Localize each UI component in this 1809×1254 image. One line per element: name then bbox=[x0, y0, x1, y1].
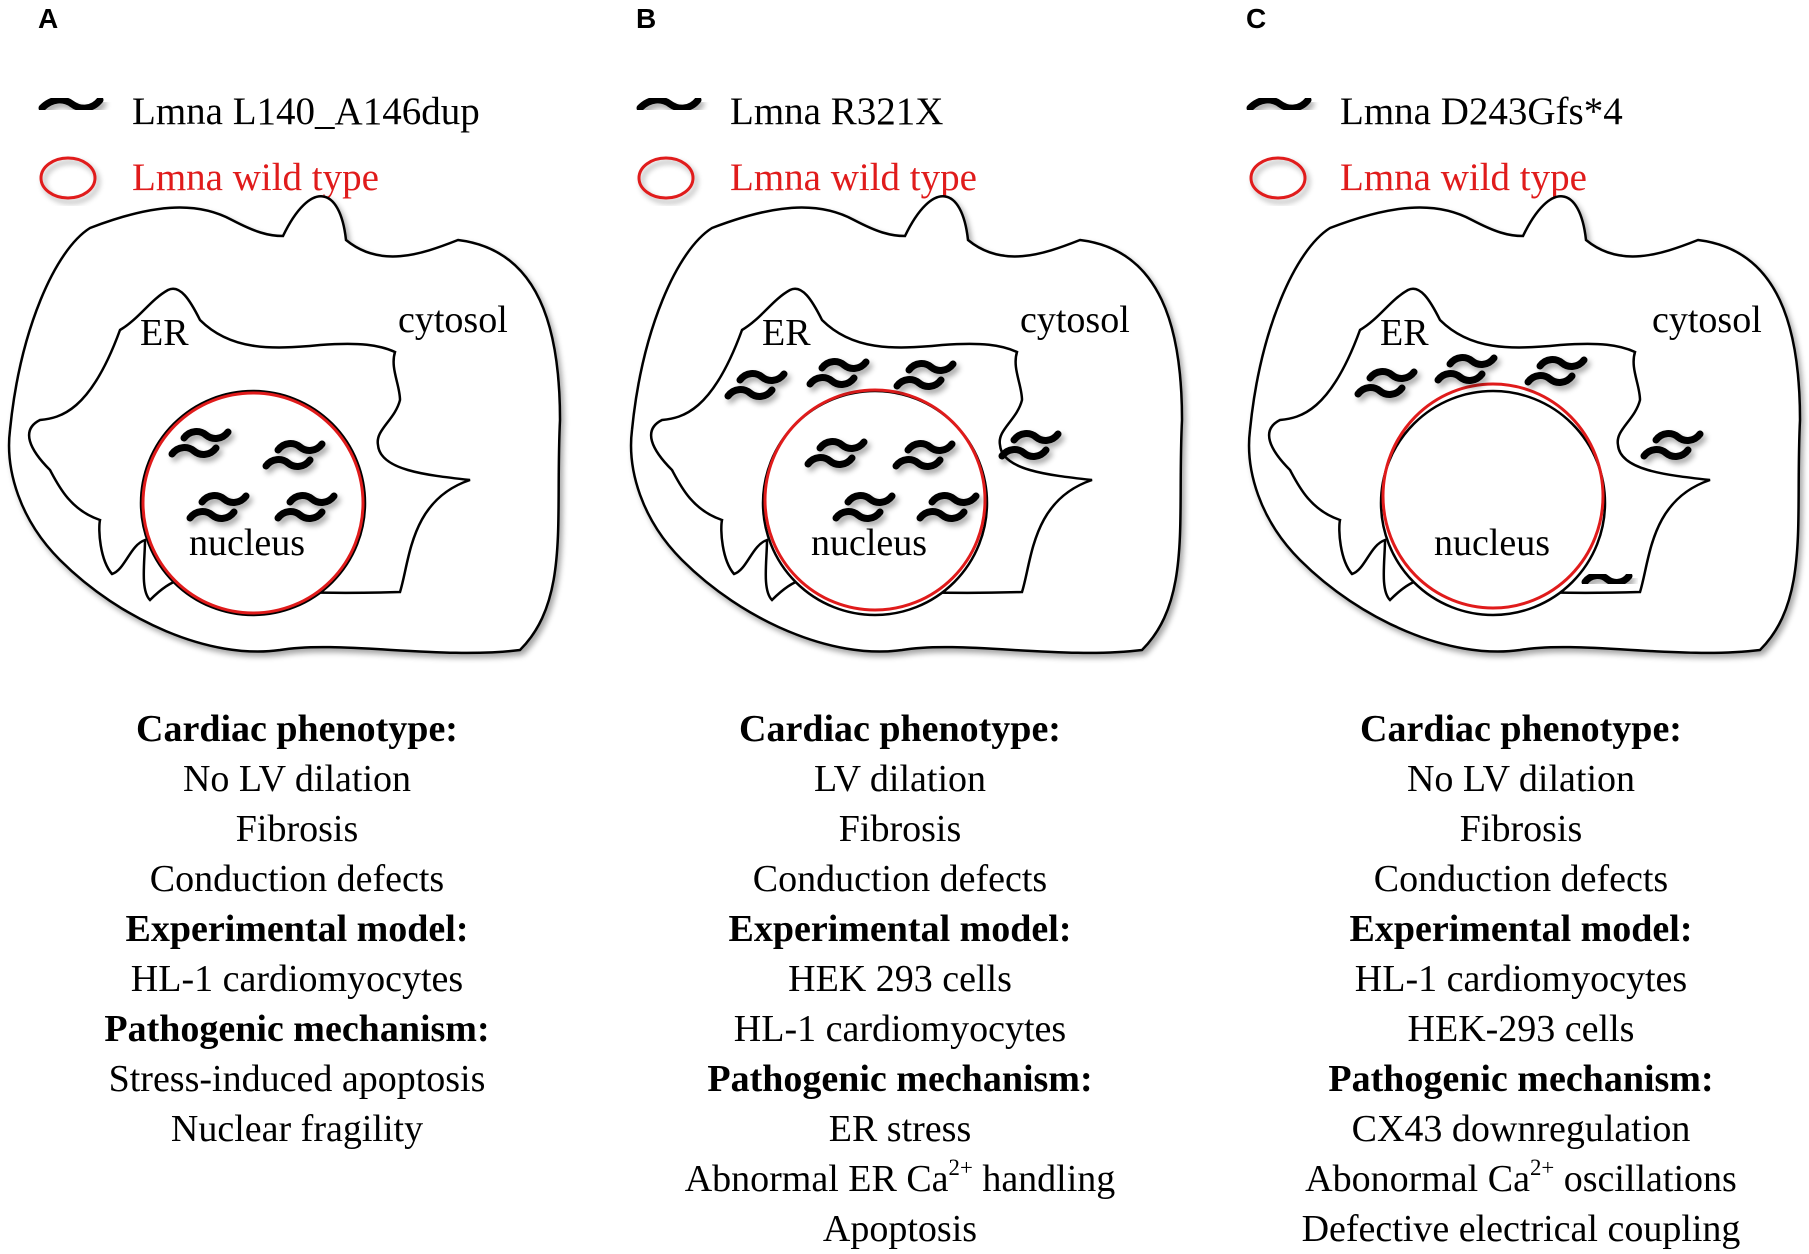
mechanism-item: Apoptosis bbox=[600, 1204, 1200, 1254]
cell-diagram: ER cytosol nucleus bbox=[631, 196, 1182, 653]
model-item: HL-1 cardiomyocytes bbox=[600, 1004, 1200, 1054]
panel-b-summary: Cardiac phenotype: LV dilation Fibrosis … bbox=[600, 704, 1200, 1254]
nucleus-label: nucleus bbox=[1434, 522, 1550, 564]
model-item: HL-1 cardiomyocytes bbox=[1221, 954, 1809, 1004]
model-header: Experimental model: bbox=[0, 904, 597, 954]
model-item: HEK 293 cells bbox=[600, 954, 1200, 1004]
phenotype-item: Conduction defects bbox=[600, 854, 1200, 904]
panel-a-summary: Cardiac phenotype: No LV dilation Fibros… bbox=[0, 704, 597, 1154]
phenotype-item: No LV dilation bbox=[1221, 754, 1809, 804]
model-header: Experimental model: bbox=[1221, 904, 1809, 954]
mechanism-header: Pathogenic mechanism: bbox=[1221, 1054, 1809, 1104]
mechanism-header: Pathogenic mechanism: bbox=[0, 1004, 597, 1054]
mechanism-item-text: Abnormal ER Ca bbox=[685, 1158, 949, 1200]
model-item: HEK-293 cells bbox=[1221, 1004, 1809, 1054]
mechanism-header: Pathogenic mechanism: bbox=[600, 1054, 1200, 1104]
phenotype-item: Conduction defects bbox=[0, 854, 597, 904]
er-label: ER bbox=[762, 312, 811, 354]
phenotype-item: Fibrosis bbox=[1221, 804, 1809, 854]
legend-mutant-icon bbox=[42, 100, 100, 108]
legend-wildtype-icon bbox=[639, 158, 693, 198]
phenotype-item: Fibrosis bbox=[600, 804, 1200, 854]
cell-diagram: ER cytosol nucleus bbox=[9, 196, 560, 653]
mechanism-item: Nuclear fragility bbox=[0, 1104, 597, 1154]
nucleus-label: nucleus bbox=[189, 522, 305, 564]
mechanism-item: Abonormal Ca2+ oscillations bbox=[1221, 1154, 1809, 1204]
mechanism-item: Stress-induced apoptosis bbox=[0, 1054, 597, 1104]
er-label: ER bbox=[140, 312, 189, 354]
ion-charge: 2+ bbox=[1530, 1155, 1554, 1180]
legend-wildtype-label: Lmna wild type bbox=[1340, 156, 1587, 199]
phenotype-item: No LV dilation bbox=[0, 754, 597, 804]
legend-wildtype-label: Lmna wild type bbox=[132, 156, 379, 199]
cytosol-label: cytosol bbox=[398, 299, 508, 341]
panel-c-summary: Cardiac phenotype: No LV dilation Fibros… bbox=[1221, 704, 1809, 1254]
mechanism-item: Defective electrical coupling bbox=[1221, 1204, 1809, 1254]
mechanism-item-tail: oscillations bbox=[1554, 1158, 1737, 1200]
model-item: HL-1 cardiomyocytes bbox=[0, 954, 597, 1004]
legend-wildtype-label: Lmna wild type bbox=[730, 156, 977, 199]
legend-wildtype-icon bbox=[41, 158, 95, 198]
phenotype-header: Cardiac phenotype: bbox=[600, 704, 1200, 754]
panel-b: B Lmna R321X Lmna wild type ER cytosol n… bbox=[631, 3, 1182, 653]
legend-mutant-label: Lmna R321X bbox=[730, 90, 943, 133]
cell-diagram: ER cytosol nucleus bbox=[1249, 196, 1800, 653]
legend-mutant-label: Lmna D243Gfs*4 bbox=[1340, 90, 1623, 133]
model-header: Experimental model: bbox=[600, 904, 1200, 954]
mechanism-item: Abnormal ER Ca2+ handling bbox=[600, 1154, 1200, 1204]
panel-letter: C bbox=[1246, 3, 1266, 34]
ion-charge: 2+ bbox=[949, 1155, 973, 1180]
legend-mutant-icon bbox=[1250, 100, 1308, 108]
cytosol-label: cytosol bbox=[1020, 299, 1130, 341]
phenotype-item: Conduction defects bbox=[1221, 854, 1809, 904]
legend-mutant-label: Lmna L140_A146dup bbox=[132, 90, 480, 133]
nucleus-label: nucleus bbox=[811, 522, 927, 564]
mechanism-item: ER stress bbox=[600, 1104, 1200, 1154]
nucleus-envelope bbox=[1381, 391, 1605, 615]
panel-a: A Lmna L140_A146dup Lmna wild type ER cy… bbox=[9, 3, 560, 653]
panel-letter: B bbox=[636, 3, 656, 34]
legend-wildtype-icon bbox=[1251, 158, 1305, 198]
mechanism-item-text: Abonormal Ca bbox=[1305, 1158, 1530, 1200]
cytosol-label: cytosol bbox=[1652, 299, 1762, 341]
er-label: ER bbox=[1380, 312, 1429, 354]
phenotype-item: LV dilation bbox=[600, 754, 1200, 804]
panel-c: C Lmna D243Gfs*4 Lmna wild type ER cytos… bbox=[1246, 3, 1800, 653]
phenotype-header: Cardiac phenotype: bbox=[1221, 704, 1809, 754]
mechanism-item-tail: handling bbox=[973, 1158, 1115, 1200]
phenotype-header: Cardiac phenotype: bbox=[0, 704, 597, 754]
legend-mutant-icon bbox=[640, 100, 698, 108]
mechanism-item: CX43 downregulation bbox=[1221, 1104, 1809, 1154]
phenotype-item: Fibrosis bbox=[0, 804, 597, 854]
panel-letter: A bbox=[38, 3, 58, 34]
